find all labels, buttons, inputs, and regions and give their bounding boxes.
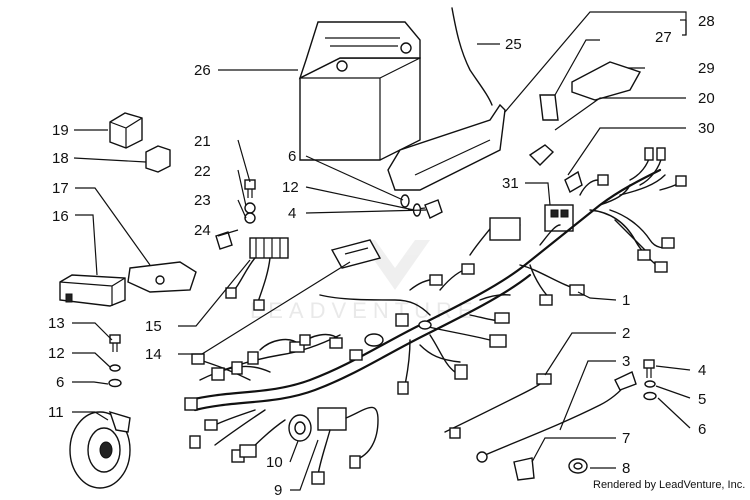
callout-2: 2 — [622, 325, 630, 342]
callout-4-right: 4 — [698, 362, 706, 379]
lock-washer-right — [644, 380, 656, 388]
callout-25: 25 — [505, 36, 522, 53]
callout-20: 20 — [698, 90, 715, 107]
callout-28: 28 — [698, 13, 715, 30]
decal — [330, 239, 382, 269]
callout-31: 31 — [502, 175, 519, 192]
callout-4-battery: 4 — [288, 205, 296, 222]
relay-socket — [145, 145, 171, 173]
battery-bracket — [387, 103, 506, 191]
callout-30: 30 — [698, 120, 715, 137]
watermark-text: LEADVENTURE — [250, 298, 479, 323]
battery-washer — [400, 194, 410, 208]
ground-strap — [476, 371, 637, 463]
horn — [69, 410, 131, 489]
callout-14: 14 — [145, 346, 162, 363]
callout-10: 10 — [266, 454, 283, 471]
callout-24: 24 — [194, 222, 211, 239]
callout-18: 18 — [52, 150, 69, 167]
callout-13: 13 — [48, 315, 65, 332]
washer-right — [643, 391, 657, 401]
washer — [244, 202, 256, 214]
screw-left — [109, 334, 121, 352]
callout-21: 21 — [194, 133, 211, 150]
callout-3: 3 — [622, 353, 630, 370]
grommet — [288, 414, 312, 442]
rubber-block — [539, 94, 559, 121]
screw-right — [643, 359, 655, 378]
voltage-regulator — [225, 237, 289, 311]
callout-9: 9 — [274, 482, 282, 499]
terminal-cap — [513, 457, 535, 481]
vent-tube — [451, 7, 493, 106]
callout-15: 15 — [145, 318, 162, 335]
callout-17: 17 — [52, 180, 69, 197]
main-wiring-harness — [184, 147, 687, 463]
mounting-bracket — [127, 261, 197, 293]
terminal — [215, 231, 233, 250]
relay — [109, 112, 143, 149]
cable-clip — [568, 458, 588, 474]
control-unit — [59, 274, 126, 307]
callout-7: 7 — [622, 430, 630, 447]
cable — [444, 373, 552, 439]
callout-12-left: 12 — [48, 345, 65, 362]
callout-19: 19 — [52, 122, 69, 139]
callout-6-left: 6 — [56, 374, 64, 391]
callout-26: 26 — [194, 62, 211, 79]
callout-6-battery: 6 — [288, 148, 296, 165]
nut — [244, 212, 256, 224]
callout-6-right: 6 — [698, 421, 706, 438]
credit-text: Rendered by LeadVenture, Inc. — [593, 479, 745, 491]
cover-plate — [571, 61, 642, 101]
washer-left — [108, 378, 122, 388]
callout-22: 22 — [194, 163, 211, 180]
connector-clip — [564, 170, 583, 194]
callout-27: 27 — [655, 29, 672, 46]
callout-8: 8 — [622, 460, 630, 477]
lock-washer-left — [109, 364, 121, 372]
callout-11: 11 — [48, 404, 64, 421]
screw — [244, 179, 256, 198]
callout-23: 23 — [194, 192, 211, 209]
callout-29: 29 — [698, 60, 715, 77]
ignition-coil — [311, 406, 379, 485]
callout-5: 5 — [698, 391, 706, 408]
battery — [298, 21, 421, 161]
callout-12-battery: 12 — [282, 179, 299, 196]
callout-1: 1 — [622, 292, 630, 309]
leader-lines — [72, 11, 691, 491]
callout-16: 16 — [52, 208, 69, 225]
callout-labels: 28 27 25 26 29 20 30 31 19 18 17 16 21 2… — [48, 13, 715, 499]
relay-connector — [544, 204, 574, 232]
clamp — [528, 144, 555, 166]
